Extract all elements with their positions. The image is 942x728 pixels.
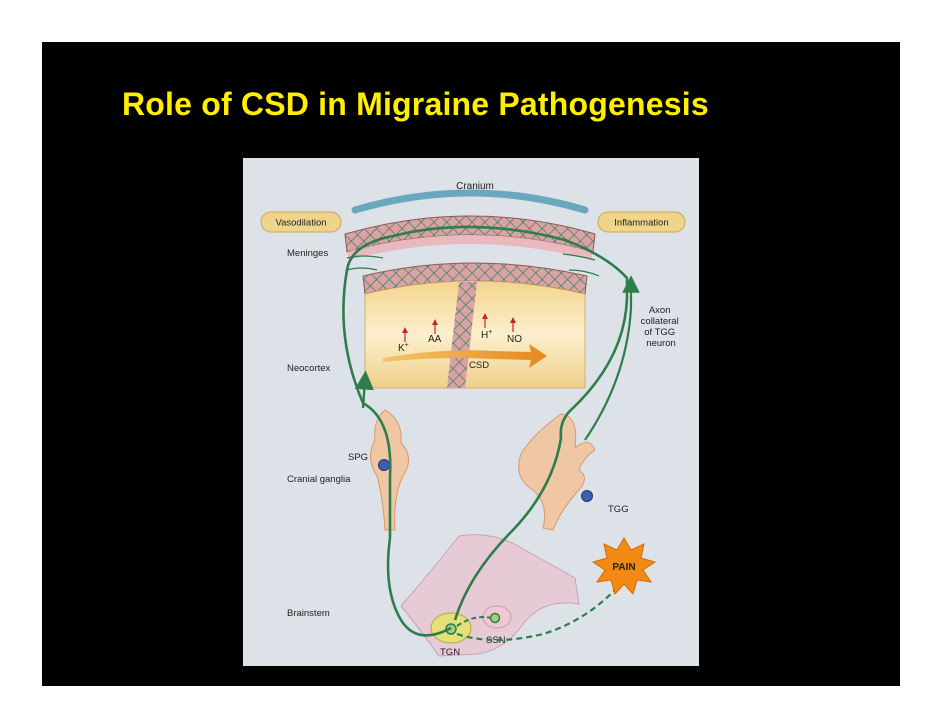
axon-collateral-label: Axon collateral of TGG neuron bbox=[641, 305, 682, 349]
k-ion: K+ bbox=[398, 342, 409, 354]
cranium-arc bbox=[351, 189, 589, 214]
h-ion: H+ bbox=[481, 329, 492, 341]
meninges-fiber-left bbox=[346, 255, 384, 271]
tgn-ssn-connector bbox=[456, 616, 492, 627]
inflammation-label: Inflammation bbox=[614, 218, 668, 229]
tgg-neuron bbox=[581, 490, 593, 502]
brainstem-label: Brainstem bbox=[287, 608, 330, 619]
pain-pathway bbox=[456, 589, 616, 642]
csd-wave-arrow bbox=[383, 344, 547, 368]
spg-label: SPG bbox=[348, 452, 368, 463]
tgn-label: TGN bbox=[440, 647, 460, 658]
spg-neuron bbox=[378, 459, 390, 471]
csd-label: CSD bbox=[469, 360, 489, 371]
migraine-diagram: Cranium Vasodilation Inflammation Mening… bbox=[243, 158, 699, 666]
nerve-fiber-loop bbox=[342, 225, 629, 637]
neocortex-block bbox=[364, 280, 586, 389]
neocortex-label: Neocortex bbox=[287, 363, 331, 374]
pain-star bbox=[591, 537, 657, 596]
spg-ascending-fiber bbox=[354, 370, 374, 409]
aa-ion: AA bbox=[428, 334, 442, 345]
sulcus bbox=[447, 282, 477, 388]
diagram-panel: Cranium Vasodilation Inflammation Mening… bbox=[243, 158, 699, 666]
axon-collateral-fiber bbox=[584, 275, 640, 441]
slide-title: Role of CSD in Migraine Pathogenesis bbox=[122, 86, 709, 122]
tgg-ganglion bbox=[518, 413, 596, 531]
meninges-fiber-right bbox=[562, 253, 600, 277]
ssn-label: SSN bbox=[486, 635, 506, 646]
ssn-neuron bbox=[489, 612, 501, 624]
inflammation-pill bbox=[597, 211, 686, 233]
meninges-pink-band bbox=[347, 235, 593, 260]
meninges-label: Meninges bbox=[287, 248, 328, 259]
tgg-label: TGG bbox=[608, 504, 629, 515]
cranial-ganglia-label: Cranial ganglia bbox=[287, 474, 351, 485]
vasodilation-label: Vasodilation bbox=[275, 218, 326, 229]
pain-label: PAIN bbox=[612, 562, 635, 573]
no-ion: NO bbox=[507, 334, 522, 345]
slide: Role of CSD in Migraine Pathogenesis bbox=[42, 42, 900, 686]
cranium-label: Cranium bbox=[456, 181, 494, 192]
vasodilation-pill bbox=[260, 211, 342, 233]
